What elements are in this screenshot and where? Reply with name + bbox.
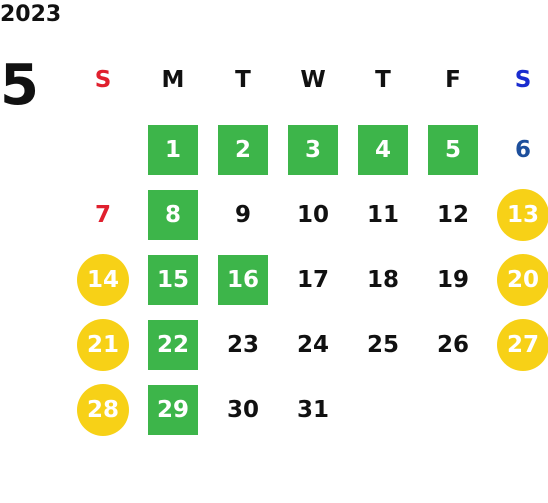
year-label: 2023 [0,2,62,27]
day-cell: 4 [348,118,418,182]
day-number: 25 [366,332,399,358]
day-number: 18 [366,267,399,293]
day-cell: 23 [208,313,278,377]
day-number: 16 [218,255,268,305]
day-cell: 12 [418,183,488,247]
day-number: 6 [514,137,531,163]
weekday-header-thursday: T [375,67,391,93]
day-number: 15 [148,255,198,305]
day-cell: 17 [278,248,348,312]
day-number: 20 [497,254,548,306]
day-number: 14 [77,254,129,306]
day-cell: 30 [208,378,278,442]
day-cell: 10 [278,183,348,247]
weekday-header-tuesday: T [235,67,251,93]
day-number: 21 [77,319,129,371]
day-cell [418,378,488,442]
weekday-header-monday: M [161,67,185,93]
day-number: 9 [234,202,251,228]
day-cell: 18 [348,248,418,312]
day-cell: 7 [68,183,138,247]
day-number: 26 [436,332,469,358]
day-cell: 31 [278,378,348,442]
month-number: 5 [0,53,39,118]
day-cell: 29 [138,378,208,442]
day-number: 4 [358,125,408,175]
day-cell: 1 [138,118,208,182]
weekday-header-sunday: S [94,67,112,93]
day-cell: 25 [348,313,418,377]
day-cell [68,118,138,182]
day-cell: 15 [138,248,208,312]
day-cell: 8 [138,183,208,247]
day-number: 17 [296,267,329,293]
day-cell: 5 [418,118,488,182]
day-cell [348,378,418,442]
day-cell: 21 [68,313,138,377]
day-number: 2 [218,125,268,175]
day-cell: 27 [488,313,548,377]
day-number: 30 [226,397,259,423]
day-cell: 20 [488,248,548,312]
weekday-header-saturday: S [514,67,532,93]
day-number: 27 [497,319,548,371]
day-cell: 24 [278,313,348,377]
day-cell: 2 [208,118,278,182]
day-number: 8 [148,190,198,240]
day-cell: 11 [348,183,418,247]
day-number: 19 [436,267,469,293]
weekday-header-friday: F [445,67,461,93]
day-cell: 14 [68,248,138,312]
day-number: 11 [366,202,399,228]
day-number: 31 [296,397,329,423]
day-cell: 6 [488,118,548,182]
day-number: 22 [148,320,198,370]
day-number: 29 [148,385,198,435]
day-number: 7 [94,202,111,228]
day-number: 12 [436,202,469,228]
day-number: 24 [296,332,329,358]
day-number: 1 [148,125,198,175]
day-number: 5 [428,125,478,175]
day-cell: 19 [418,248,488,312]
day-number: 28 [77,384,129,436]
day-number: 13 [497,189,548,241]
day-cell: 13 [488,183,548,247]
day-cell: 28 [68,378,138,442]
day-number: 10 [296,202,329,228]
day-cell: 26 [418,313,488,377]
weekday-header-wednesday: W [300,67,326,93]
day-number: 23 [226,332,259,358]
day-cell [488,378,548,442]
day-cell: 3 [278,118,348,182]
day-cell: 9 [208,183,278,247]
day-cell: 22 [138,313,208,377]
day-cell: 16 [208,248,278,312]
day-number: 3 [288,125,338,175]
